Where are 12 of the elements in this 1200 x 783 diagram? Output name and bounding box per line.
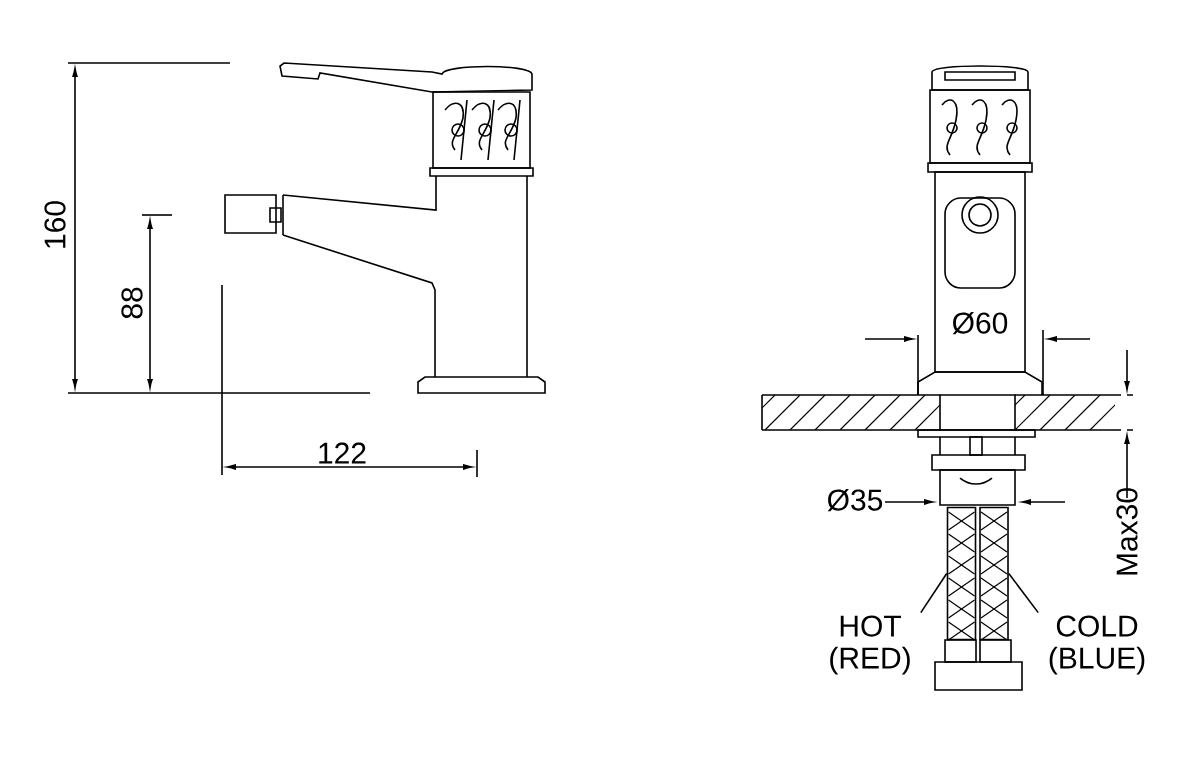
hose: [946, 506, 977, 641]
dimension-label: 122: [319, 442, 366, 464]
callout-label: COLD (BLUE): [1049, 615, 1145, 675]
dimension-label: 160: [44, 201, 66, 248]
leader-line: [920, 572, 948, 614]
dimension-label: Ø35: [827, 488, 883, 512]
dimension-label: Max30: [1116, 488, 1138, 575]
callout-label: HOT (RED): [830, 615, 910, 675]
hose: [979, 506, 1009, 641]
dimension-label: Ø60: [952, 311, 1008, 335]
leader-line: [1008, 572, 1039, 614]
dimension-label: 88: [121, 287, 143, 319]
